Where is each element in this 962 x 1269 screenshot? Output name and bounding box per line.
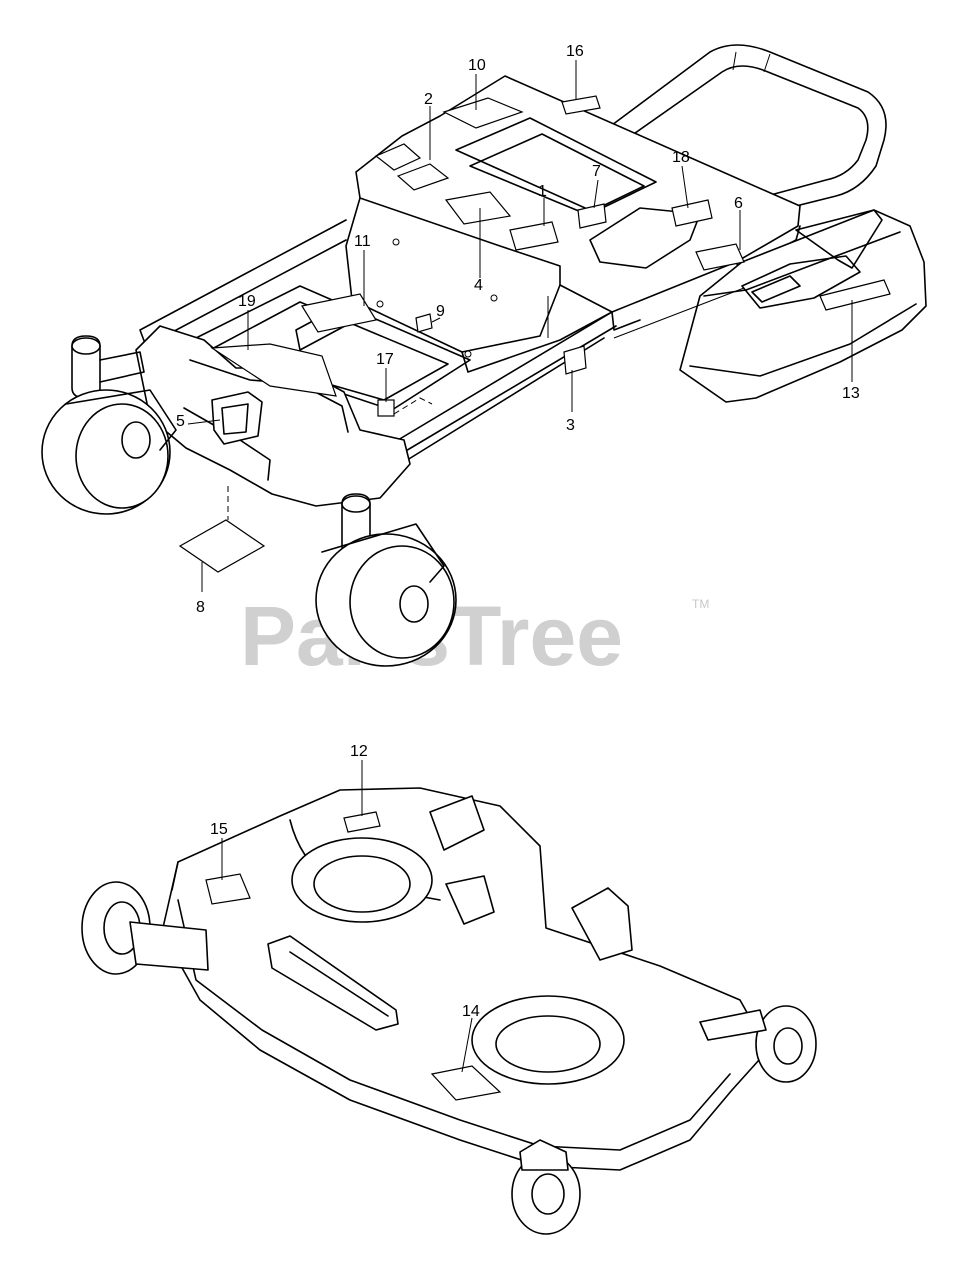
watermark-trademark: TM xyxy=(692,597,709,611)
leader-lines xyxy=(187,60,853,1073)
decal-13 xyxy=(819,279,891,311)
callout-17: 17 xyxy=(376,351,394,368)
decal-6 xyxy=(695,243,745,271)
decal-10 xyxy=(442,97,524,129)
decal-14 xyxy=(430,1065,502,1101)
callout-labels: 10 16 2 1 7 18 6 4 11 9 19 17 3 5 8 13 1… xyxy=(176,43,860,1020)
callout-8: 8 xyxy=(196,599,205,616)
callout-12: 12 xyxy=(350,743,368,760)
callout-11: 11 xyxy=(354,233,371,250)
decal-7 xyxy=(577,203,607,229)
callout-14: 14 xyxy=(462,1003,480,1020)
install-lines xyxy=(227,397,433,520)
deck-illustration xyxy=(81,787,817,1235)
decal-2b xyxy=(396,163,450,191)
chassis-decals xyxy=(178,95,891,573)
callout-5: 5 xyxy=(176,413,185,430)
decal-19 xyxy=(210,343,337,397)
deck-decals xyxy=(205,811,502,1101)
callout-10: 10 xyxy=(468,57,486,74)
decal-1 xyxy=(509,221,559,251)
callout-6: 6 xyxy=(734,195,743,212)
decal-15 xyxy=(205,873,251,905)
callout-15: 15 xyxy=(210,821,228,838)
decal-4 xyxy=(444,191,512,225)
decal-2 xyxy=(374,143,422,171)
callout-3: 3 xyxy=(566,417,575,434)
decal-17 xyxy=(377,399,395,417)
decal-8 xyxy=(178,519,266,573)
callout-9: 9 xyxy=(436,303,445,320)
decal-16 xyxy=(561,95,601,115)
callout-16: 16 xyxy=(566,43,584,60)
callout-19: 19 xyxy=(238,293,256,310)
callout-7: 7 xyxy=(592,163,601,180)
callout-1: 1 xyxy=(538,183,547,200)
chassis-illustration xyxy=(41,44,927,667)
callout-18: 18 xyxy=(672,149,690,166)
decal-12 xyxy=(343,811,381,833)
decal-18 xyxy=(671,199,713,227)
callout-4: 4 xyxy=(474,277,483,294)
callout-13: 13 xyxy=(842,385,860,402)
callout-2: 2 xyxy=(424,91,433,108)
decal-3 xyxy=(563,345,587,375)
part-9 xyxy=(415,313,433,333)
watermark: PartsTree TM xyxy=(240,589,709,683)
decal-11 xyxy=(301,293,377,333)
